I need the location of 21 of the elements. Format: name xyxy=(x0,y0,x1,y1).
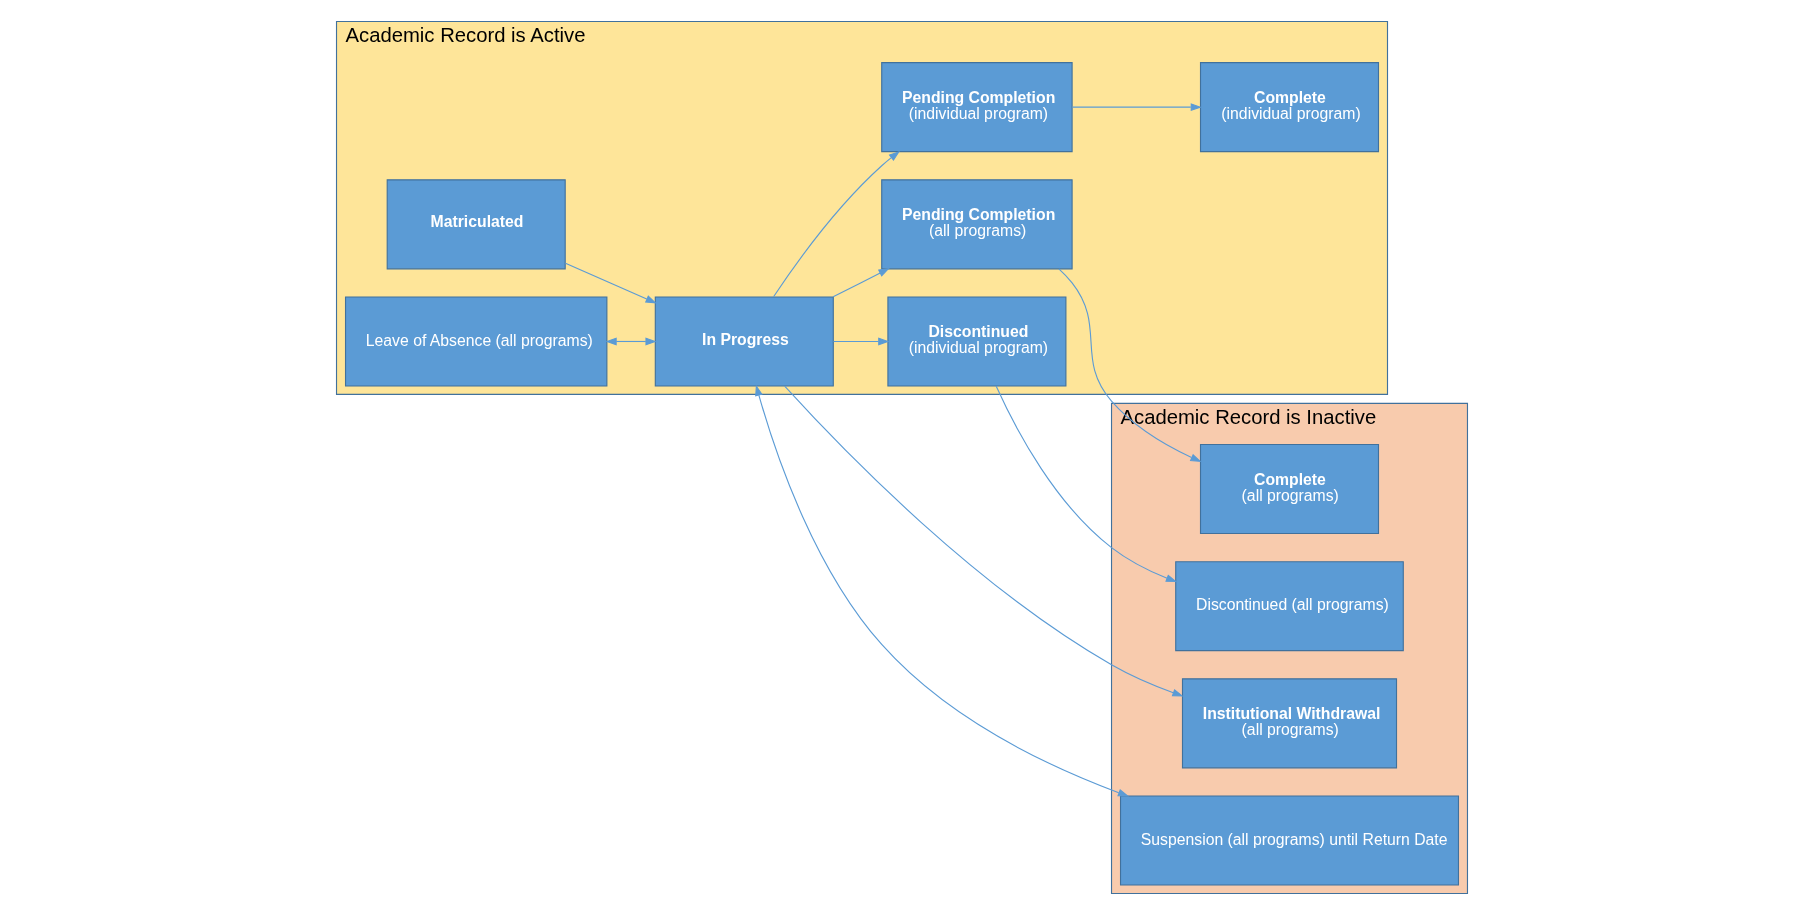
node-box: Pending Completion (all programs) xyxy=(881,179,1073,270)
arrow xyxy=(832,268,890,298)
node-box: Pending Completion (individual program) xyxy=(881,62,1073,153)
node-box: Matriculated xyxy=(386,179,566,270)
arrow xyxy=(755,384,1130,797)
node-box: Discontinued (all programs) xyxy=(1175,561,1404,652)
node-box: Discontinued (individual program) xyxy=(887,296,1067,387)
arrow xyxy=(1058,268,1202,463)
arrow xyxy=(995,385,1178,583)
arrow xyxy=(832,337,890,346)
node-box: Suspension (all programs) until Return Date xyxy=(1119,795,1460,886)
arrow xyxy=(564,262,657,304)
node-box: Complete (individual program) xyxy=(1199,62,1380,153)
arrow xyxy=(784,385,1184,697)
node-box: Leave of Absence (all programs) xyxy=(344,296,608,387)
arrow xyxy=(773,150,900,298)
arrow xyxy=(605,337,657,346)
arrow xyxy=(1071,103,1202,112)
node-box: Complete (all programs) xyxy=(1199,444,1380,535)
node-box: In Progress xyxy=(654,296,834,387)
node-box: Institutional Withdrawal (all programs) xyxy=(1181,678,1398,769)
